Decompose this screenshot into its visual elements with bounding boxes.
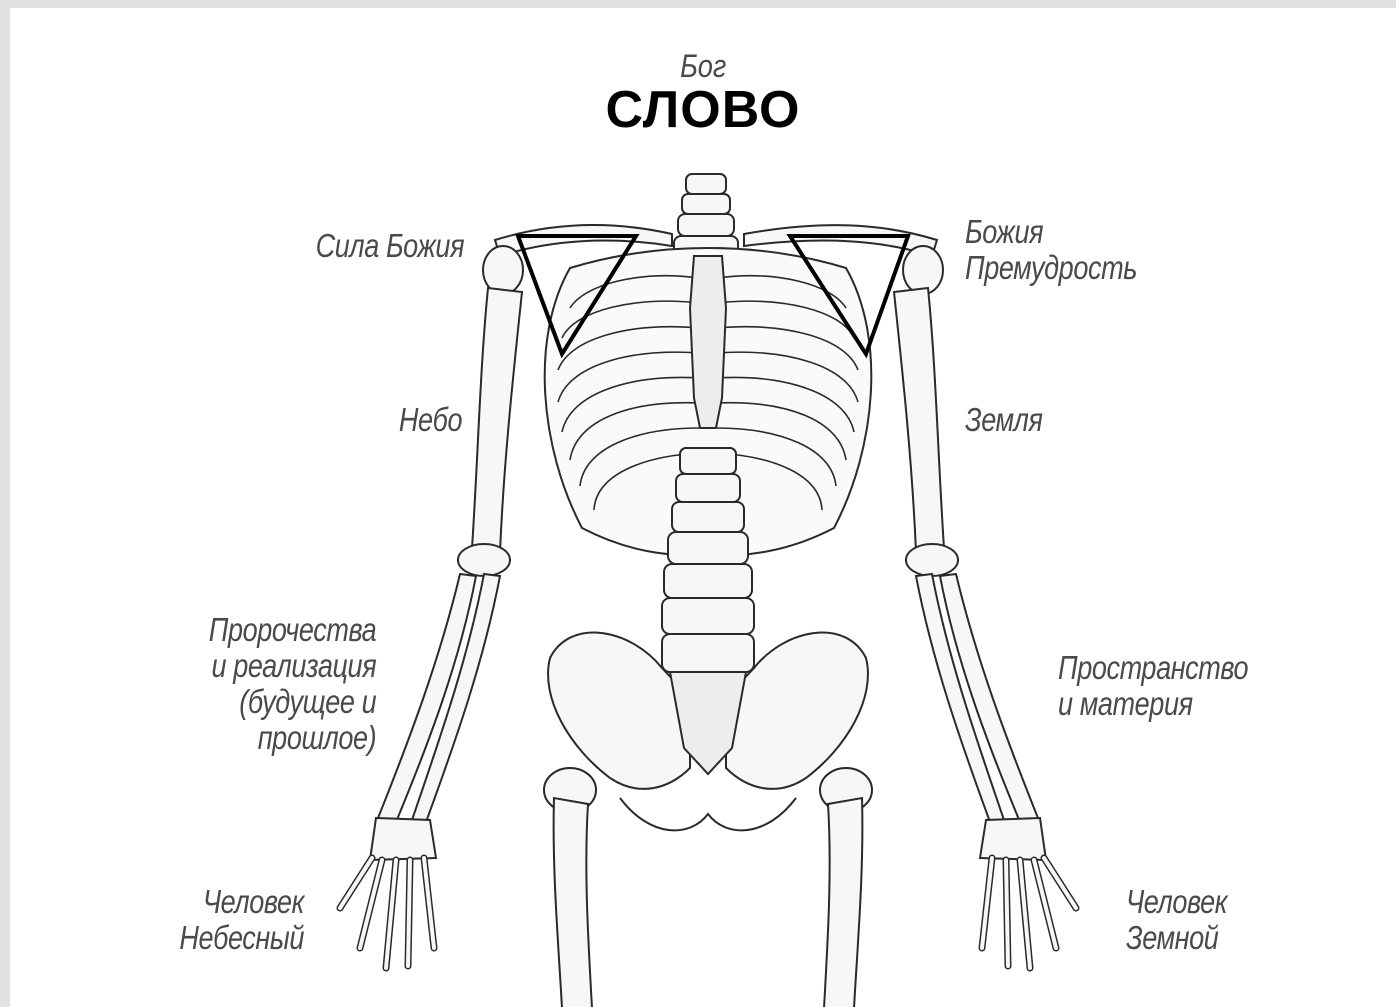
label-heaven: Небо <box>399 402 462 438</box>
right-femur <box>824 798 862 1007</box>
title-word: СЛОВО <box>10 80 1396 140</box>
left-femur <box>554 798 592 1007</box>
label-wisdom-of-god: Божия Премудрость <box>965 214 1137 286</box>
cervical-spine <box>674 174 738 258</box>
lumbar-spine <box>662 448 754 672</box>
label-man-earthly: Человек Земной <box>1126 884 1227 956</box>
skeleton-illustration <box>10 8 1396 1007</box>
label-earth: Земля <box>965 402 1043 438</box>
diagram-canvas: Бог СЛОВО Сила Божия Божия Премудрость Н… <box>10 8 1396 1007</box>
pubic-arch <box>620 798 796 830</box>
label-space-matter: Пространство и материя <box>1058 650 1248 722</box>
right-hand <box>980 818 1076 968</box>
right-humerus <box>894 288 944 552</box>
left-hand <box>340 818 436 968</box>
label-prophecy: Пророчества и реализация (будущее и прош… <box>209 612 376 756</box>
label-man-heavenly: Человек Небесный <box>179 884 304 956</box>
left-humerus <box>472 288 522 552</box>
sternum <box>690 256 726 428</box>
label-power-of-god: Сила Божия <box>315 228 464 264</box>
